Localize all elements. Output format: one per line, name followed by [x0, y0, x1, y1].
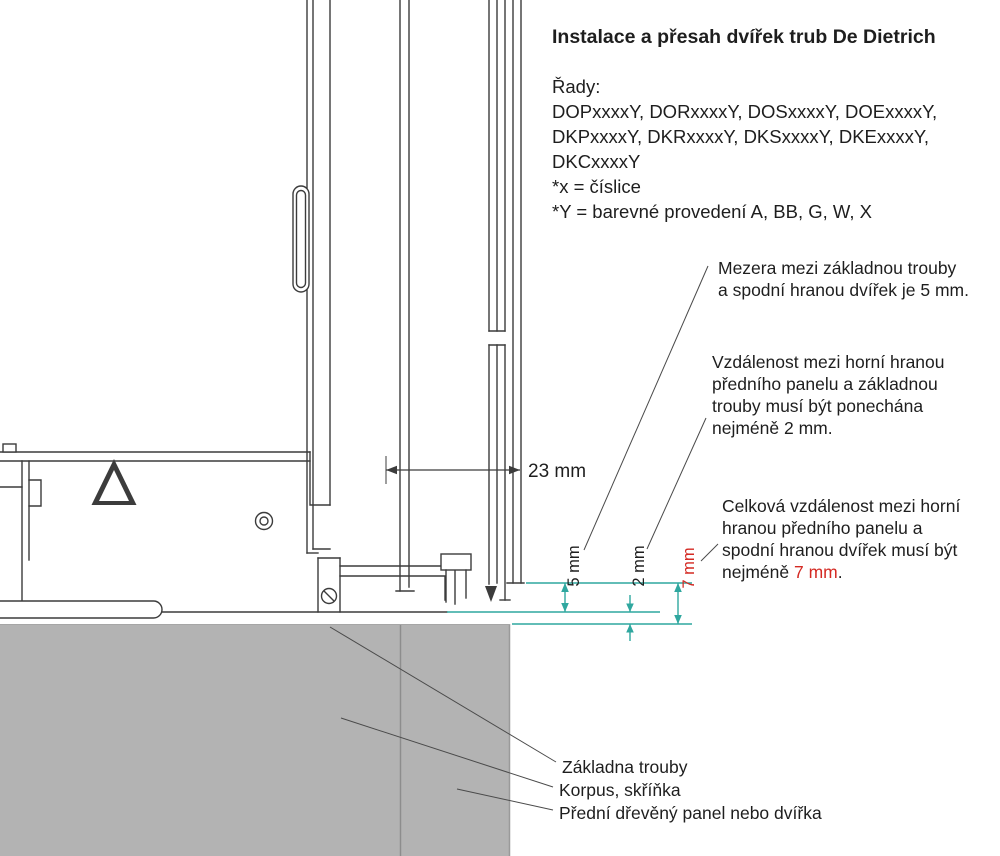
- annotation-line: Vzdálenost mezi horní hranou: [712, 352, 945, 372]
- label-cabinet: Korpus, skříňka: [559, 780, 681, 800]
- annotation-line: a spodní hranou dvířek je 5 mm.: [718, 280, 969, 300]
- gap-7mm-value: 7 mm: [794, 562, 838, 582]
- series-line: DKPxxxxY, DKRxxxxY, DKSxxxxY, DKExxxxY,: [552, 126, 929, 147]
- annotation-line: nejméně 7 mm.: [722, 561, 960, 583]
- annotation-line: hranou předního panelu a: [722, 518, 923, 538]
- annotation-gap-5mm: Mezera mezi základnou trouby a spodní hr…: [718, 257, 969, 301]
- dim-5mm-label: 5 mm: [565, 545, 583, 586]
- dim-7mm-label: 7 mm: [680, 547, 698, 588]
- model-series-block: Řady: DOPxxxxY, DORxxxxY, DOSxxxxY, DOEx…: [552, 74, 937, 224]
- series-note-y: *Y = barevné provedení A, BB, G, W, X: [552, 201, 872, 222]
- leader-gap-5mm: [583, 265, 709, 551]
- series-line: DOPxxxxY, DORxxxxY, DOSxxxxY, DOExxxxY,: [552, 101, 938, 122]
- warning-icon: [91, 459, 137, 505]
- oven-door-section: [292, 0, 525, 602]
- annotation-gap-7mm: Celková vzdálenost mezi horní hranou pře…: [722, 495, 960, 583]
- gap-dimension-lines: [447, 582, 692, 641]
- cabinet-block: [0, 624, 510, 856]
- leader-cabinet: [340, 717, 554, 788]
- leader-gap-2mm: [646, 417, 707, 550]
- series-label: Řady:: [552, 76, 601, 97]
- annotation-line: trouby musí být ponechána: [712, 396, 924, 416]
- annotation-text: nejméně: [722, 562, 794, 582]
- door-bottom-tip: [485, 586, 497, 602]
- annotation-line: Mezera mezi základnou trouby: [718, 258, 957, 278]
- leader-oven-base: [329, 626, 557, 763]
- label-oven-base: Základna trouby: [562, 757, 688, 777]
- dim-23mm-label: 23 mm: [528, 461, 586, 482]
- dim-2mm-label: 2 mm: [630, 545, 648, 586]
- annotation-text: .: [837, 562, 843, 582]
- hinge-assembly: [317, 553, 472, 613]
- annotation-gap-2mm: Vzdálenost mezi horní hranou předního pa…: [712, 351, 945, 439]
- annotation-line: nejméně 2 mm.: [712, 418, 833, 438]
- page-title: Instalace a přesah dvířek trub De Dietri…: [552, 26, 936, 48]
- cabinet-and-panel-block: [0, 624, 511, 856]
- annotation-line: předního panelu a základnou: [712, 374, 938, 394]
- leader-gap-7mm: [700, 543, 719, 562]
- annotation-line: spodní hranou dvířek musí být: [722, 540, 958, 560]
- annotation-line: Celková vzdálenost mezi horní: [722, 496, 961, 516]
- series-line: DKCxxxxY: [552, 151, 641, 172]
- leader-front-panel: [456, 788, 554, 811]
- leader-lines: [329, 265, 719, 811]
- dimension-23mm: [385, 456, 520, 484]
- oven-base-section: [0, 443, 448, 619]
- series-note-x: *x = číslice: [552, 176, 641, 197]
- base-front-bumper: [0, 600, 163, 619]
- label-front-panel: Přední dřevěný panel nebo dvířka: [559, 803, 822, 823]
